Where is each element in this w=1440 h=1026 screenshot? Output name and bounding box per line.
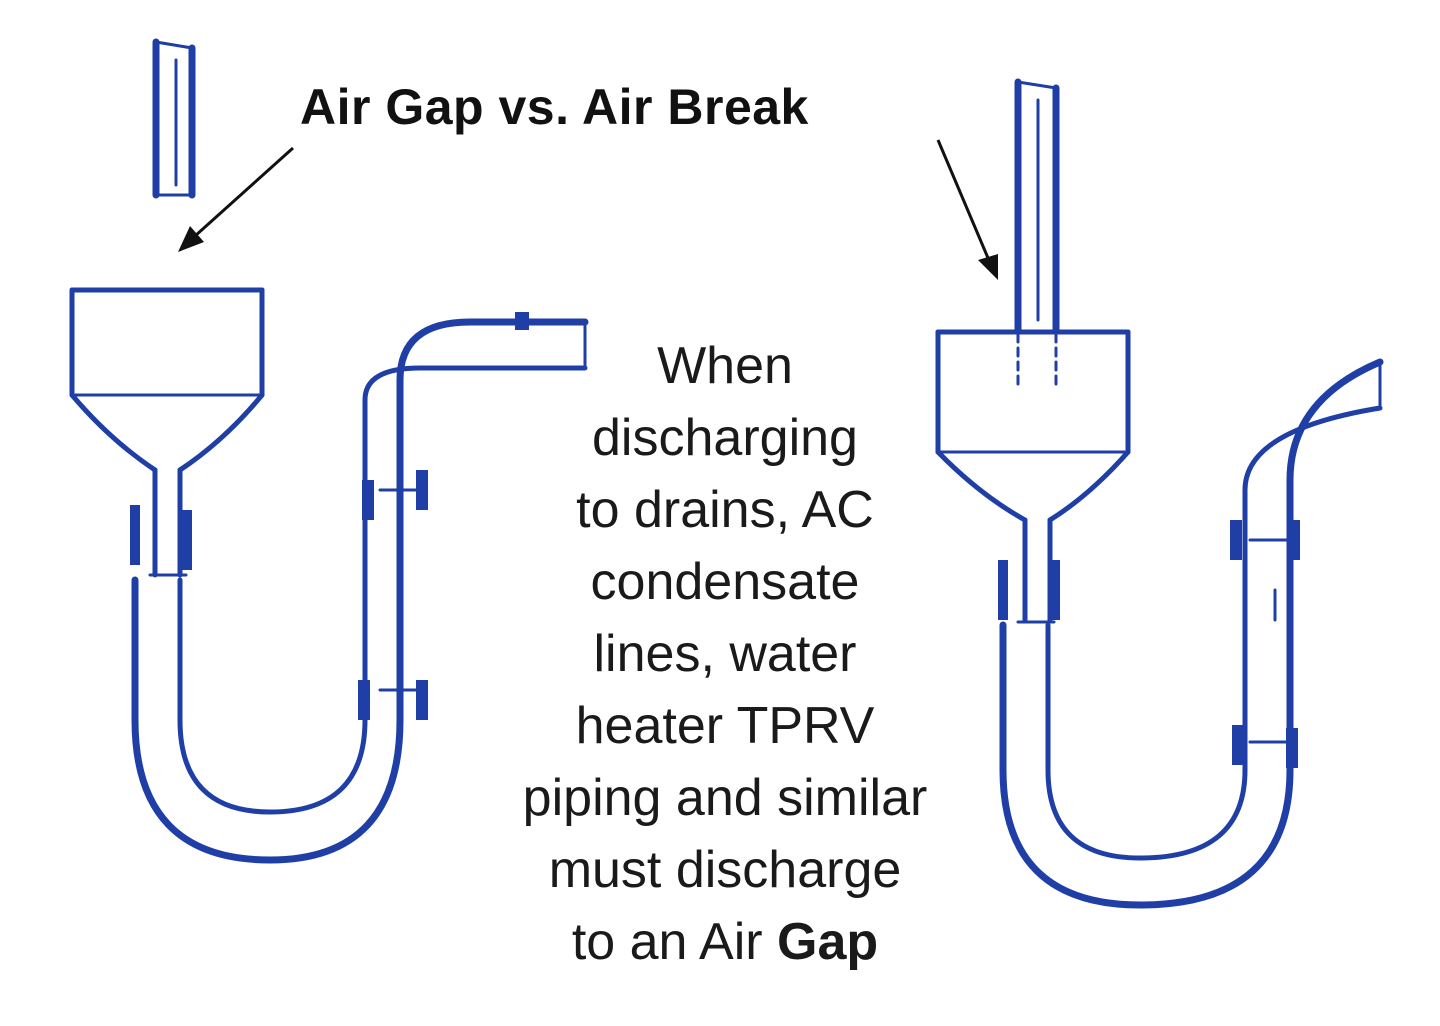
caption-line: discharging — [592, 409, 858, 467]
caption-emphasis: Gap — [777, 913, 879, 971]
diagram-title: Air Gap vs. Air Break — [300, 79, 809, 135]
air-gap-funnel — [69, 287, 265, 578]
caption-line: lines, water — [593, 625, 857, 683]
air-gap-trap-coupling-upper-r — [416, 470, 428, 510]
air-break-funnel — [935, 329, 1131, 623]
air-gap-trap-coupling-lower-r — [416, 680, 428, 720]
air-break-illustration — [935, 78, 1384, 909]
caption-line: piping and similar — [522, 769, 928, 827]
caption-text: When discharging to drains, AC condensat… — [470, 330, 980, 978]
air-gap-discharge-pipe — [152, 38, 196, 199]
air-gap-p-trap — [131, 318, 589, 864]
caption-line: condensate — [590, 553, 860, 611]
air-gap-outlet-coupling — [515, 312, 529, 330]
air-break-trap-coupling-upper — [1230, 520, 1242, 560]
air-break-discharge-pipe — [1014, 78, 1060, 392]
air-gap-coupling-right — [182, 510, 192, 570]
air-break-trap-coupling-lower-r — [1286, 728, 1298, 768]
caption-line: heater TPRV — [575, 697, 875, 755]
air-break-coupling-right — [1050, 560, 1060, 620]
air-gap-trap-coupling-lower — [358, 680, 370, 720]
air-break-trap-coupling-lower — [1232, 725, 1244, 765]
air-gap-trap-coupling-upper — [362, 480, 374, 520]
caption-line: to drains, AC — [576, 481, 874, 539]
air-break-p-trap — [999, 358, 1384, 909]
arrow-to-air-gap — [178, 146, 295, 252]
caption-last-line: to an Air Gap — [470, 906, 980, 978]
air-break-coupling-left — [998, 560, 1008, 620]
caption-last-line-prefix: to an Air — [571, 913, 778, 971]
air-gap-coupling-left — [130, 505, 140, 565]
caption-line: When — [657, 337, 793, 395]
air-gap-illustration — [69, 38, 589, 864]
caption-line: must discharge — [548, 841, 902, 899]
air-break-trap-coupling-upper-r — [1288, 520, 1300, 560]
arrow-to-air-break — [936, 139, 998, 280]
